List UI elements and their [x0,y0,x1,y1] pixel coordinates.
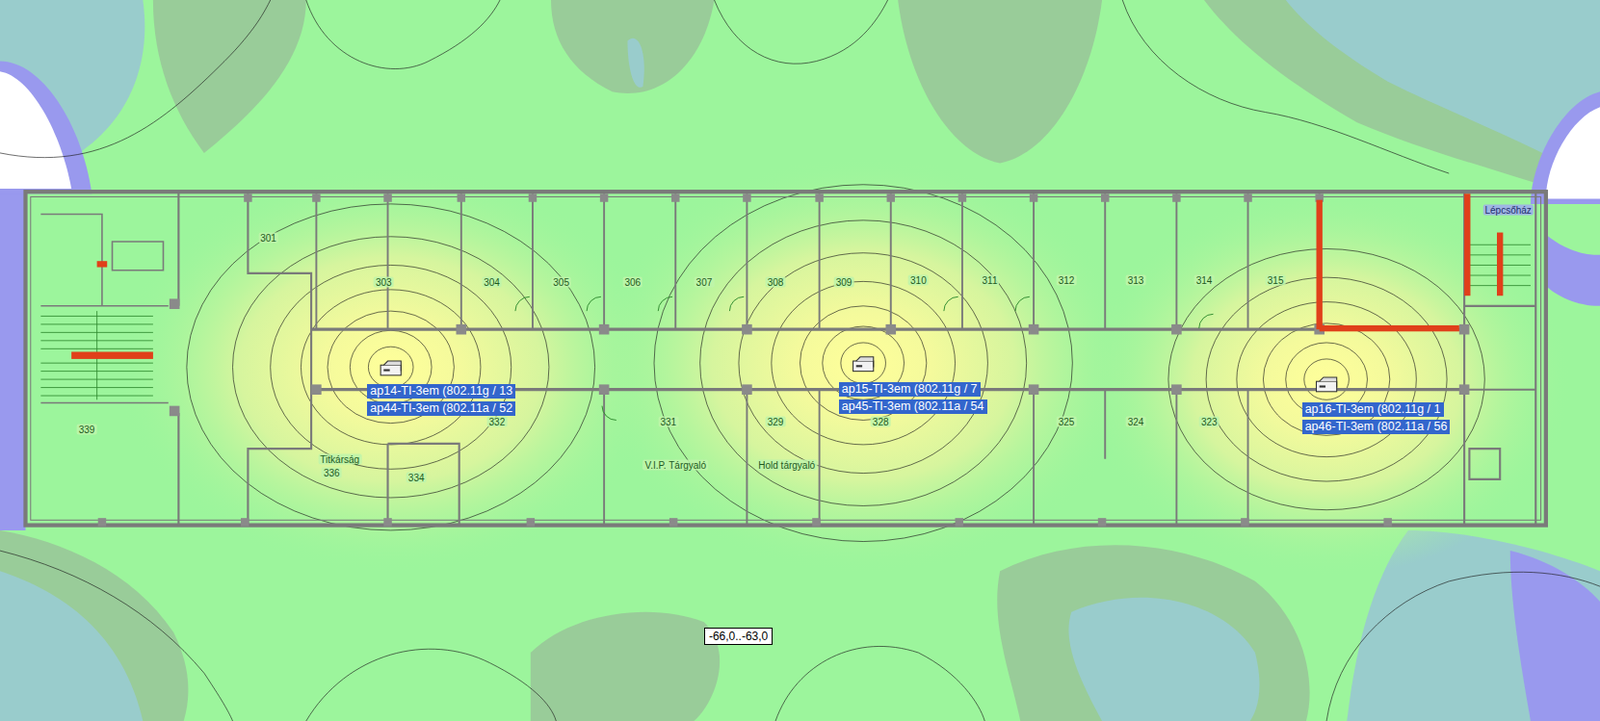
access-point-label: ap15-TI-3em (802.11g / 7 [839,382,981,397]
room-label: 305 [550,277,572,289]
floor-plan [25,191,1546,526]
room-label: 323 [1199,416,1220,427]
node-text: ap46-TI-3em (802.11a / 56 [1305,419,1448,434]
access-point-label: ap45-TI-3em (802.11a / 54 [839,399,988,415]
room-label: V.I.P. Tárgyaló [642,460,709,472]
room-label: 307 [694,277,715,289]
wall-highlights [71,193,1503,360]
room-label: 328 [870,416,892,427]
room-label: 324 [1126,416,1147,427]
access-point-label: ap44-TI-3em (802.11a / 52 [367,401,516,417]
node-text: ap15-TI-3em (802.11g / 7 [841,382,978,396]
node-text: ap45-TI-3em (802.11a / 54 [841,399,985,414]
room-label: 325 [1056,416,1077,427]
room-label: 309 [834,277,855,289]
room-label: 303 [373,277,394,289]
room-label: 315 [1265,275,1286,287]
room-label: 304 [481,277,502,289]
room-label: 329 [765,416,787,427]
value-tooltip: -66,0..-63,0 [704,628,773,646]
room-label: Hold tárgyaló [756,460,817,472]
access-point-label: ap14-TI-3em (802.11g / 13 [367,384,516,399]
room-label: 313 [1126,275,1147,287]
room-label: 308 [765,277,787,289]
room-label: 311 [980,275,1000,287]
room-label: 306 [622,277,643,289]
node-text: ap14-TI-3em (802.11g / 13 [369,384,513,398]
room-label: 301 [258,232,279,243]
access-point-label: ap16-TI-3em (802.11g / 1 [1302,402,1444,418]
room-label: Titkárság [317,453,362,465]
node-text: -66,0..-63,0 [708,629,768,644]
room-label: 312 [1056,275,1077,287]
room-label: 336 [321,467,342,478]
room-label: 334 [406,472,427,483]
room-label: 332 [487,416,508,427]
room-label: Lépcsőház [1482,205,1533,216]
room-label: 314 [1194,275,1215,287]
room-label: 310 [908,275,929,287]
room-label: 339 [77,424,98,436]
access-point-label: ap46-TI-3em (802.11a / 56 [1302,419,1451,435]
room-label: 331 [658,416,680,427]
node-text: ap44-TI-3em (802.11a / 52 [369,401,513,416]
node-text: ap16-TI-3em (802.11g / 1 [1305,402,1442,417]
